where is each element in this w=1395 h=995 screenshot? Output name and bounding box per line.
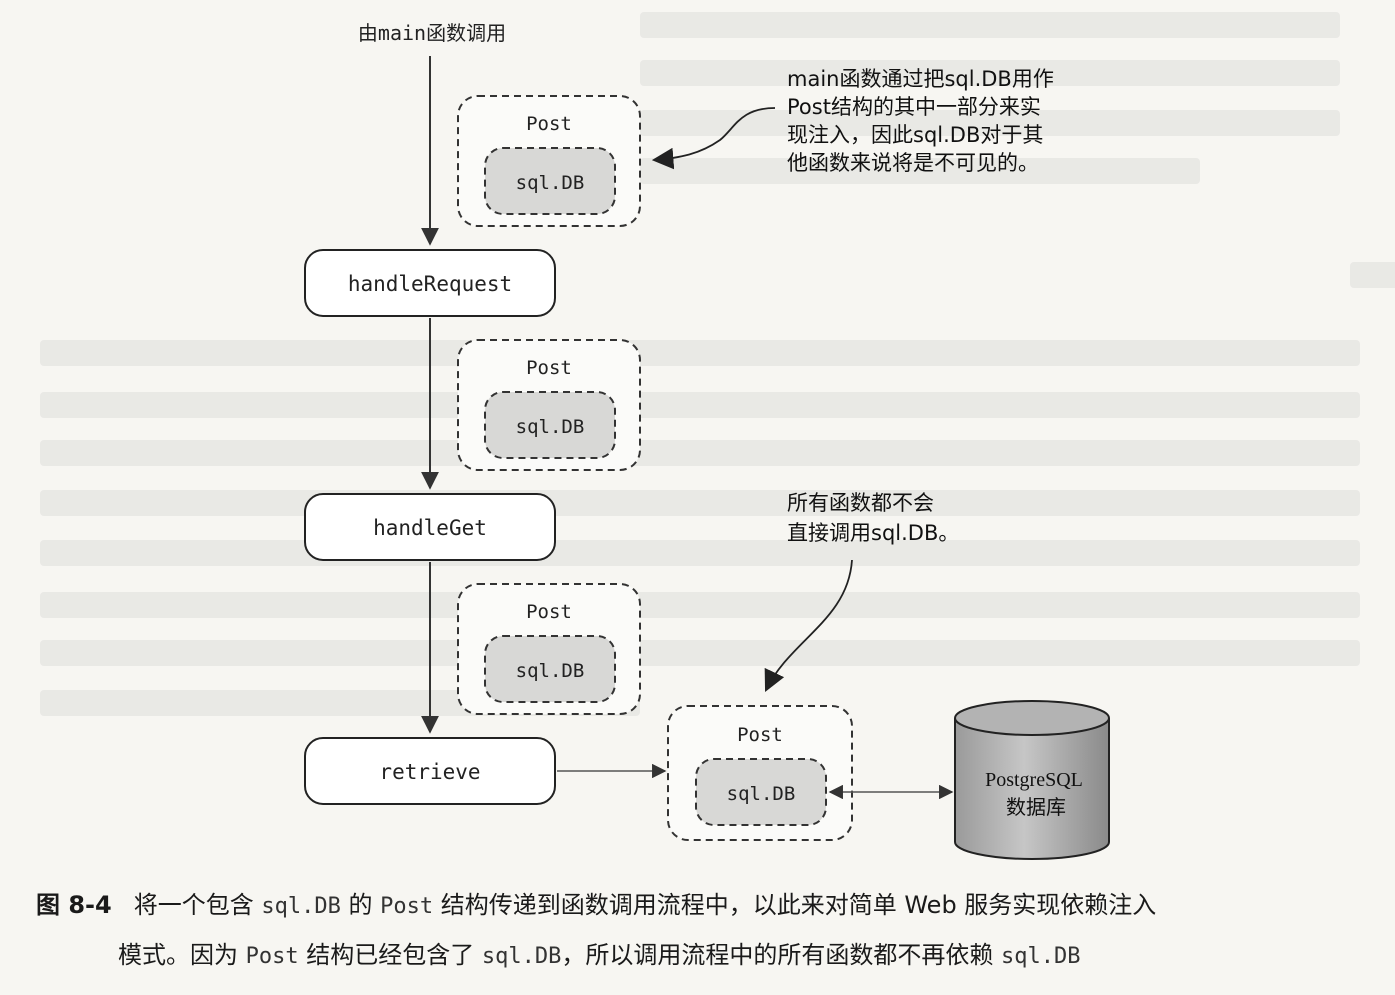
function-box-handle-get: handleGet <box>304 493 556 561</box>
annotation-line: Post结构的其中一部分来实 <box>787 95 1041 119</box>
struct-label: Post <box>526 601 572 623</box>
annotation-line: 现注入，因此sql.DB对于其 <box>787 123 1043 147</box>
caption-text: 结构已经包含了 <box>298 941 482 969</box>
caption-code: Post <box>380 894 434 919</box>
post-struct-1: Post sql.DB <box>457 95 641 227</box>
function-box-retrieve: retrieve <box>304 737 556 805</box>
postgresql-database-icon: PostgreSQL 数据库 <box>954 700 1110 860</box>
entry-label: 由main函数调用 <box>358 21 506 45</box>
caption-text: ，所以调用流程中的所有函数都不再依赖 <box>561 941 1002 969</box>
figure-caption-line1: 图 8-4 将一个包含 sql.DB 的 Post 结构传递到函数调用流程中，以此… <box>36 885 1395 920</box>
post-struct-3: Post sql.DB <box>457 583 641 715</box>
annotation-line: 他函数来说将是不可见的。 <box>787 151 1039 175</box>
annotation-line: 直接调用sql.DB。 <box>787 521 959 545</box>
annotation-line: main函数通过把sql.DB用作 <box>787 67 1054 91</box>
annotation-line: 所有函数都不会 <box>787 491 934 515</box>
database-label-line2: 数据库 <box>1006 795 1066 819</box>
annotation-top: main函数通过把sql.DB用作 Post结构的其中一部分来实 现注入，因此s… <box>651 67 1054 175</box>
figure-caption-line2: 模式。因为 Post 结构已经包含了 sql.DB，所以调用流程中的所有函数都不… <box>118 935 1395 970</box>
caption-code: Post <box>245 944 299 969</box>
field-label: sql.DB <box>516 416 585 438</box>
database-label-line1: PostgreSQL <box>985 769 1083 791</box>
struct-label: Post <box>526 357 572 379</box>
function-label: retrieve <box>379 760 480 784</box>
annotation-bottom: 所有函数都不会 直接调用sql.DB。 <box>764 491 959 692</box>
caption-code: sql.DB <box>481 944 562 969</box>
function-label: handleGet <box>373 516 487 540</box>
caption-code: sql.DB <box>1001 944 1081 969</box>
caption-code: sql.DB <box>261 894 341 919</box>
post-struct-4: Post sql.DB <box>667 705 853 841</box>
struct-label: Post <box>526 113 572 135</box>
caption-text: 结构传递到函数调用流程中，以此来对简单 Web 服务实现依赖注入 <box>433 891 1157 919</box>
caption-text: 的 <box>340 891 381 919</box>
caption-text: 将一个包含 <box>133 891 262 919</box>
caption-text: 模式。因为 <box>118 941 246 969</box>
figure-number: 图 8-4 <box>36 891 112 919</box>
field-label: sql.DB <box>516 660 585 682</box>
struct-label: Post <box>737 724 783 746</box>
function-box-handle-request: handleRequest <box>304 249 556 317</box>
field-label: sql.DB <box>727 783 796 805</box>
post-struct-2: Post sql.DB <box>457 339 641 471</box>
field-label: sql.DB <box>516 172 585 194</box>
function-label: handleRequest <box>348 272 512 296</box>
